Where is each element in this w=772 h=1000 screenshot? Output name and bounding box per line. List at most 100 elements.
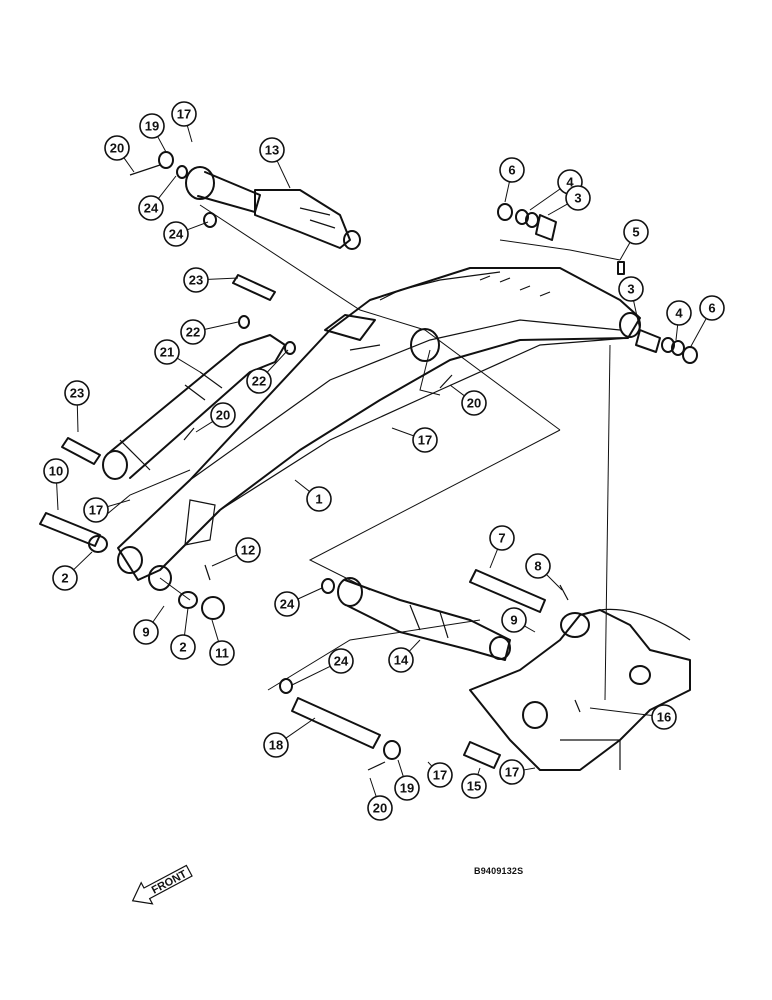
callout-leader	[195, 420, 214, 433]
callout-circle	[138, 195, 164, 221]
callout-label: 24	[144, 201, 159, 216]
callout-label: 5	[632, 225, 639, 240]
callout-circle	[259, 137, 285, 163]
callout-leader	[675, 324, 679, 341]
callout-label: 16	[657, 710, 671, 725]
callout-leader	[547, 203, 568, 216]
callout-24: 24	[291, 648, 354, 686]
callout-label: 6	[708, 301, 715, 316]
callout-circle	[367, 795, 393, 821]
callout-leader	[297, 587, 323, 600]
callout-label: 23	[189, 273, 203, 288]
callout-1: 1	[294, 479, 332, 512]
callout-circle	[461, 390, 487, 416]
callout-24: 24	[138, 175, 177, 221]
callout-leader	[524, 625, 536, 633]
callout-leader	[294, 479, 310, 492]
callout-23: 23	[64, 380, 90, 433]
callout-leader	[123, 157, 135, 173]
callout-circle	[180, 319, 206, 345]
callout-leader	[157, 175, 177, 199]
callout-leader	[285, 717, 316, 739]
callout-leader	[211, 554, 238, 567]
callout-label: 20	[110, 141, 124, 156]
callout-circle	[274, 591, 300, 617]
callout-circle	[163, 221, 189, 247]
callout-label: 17	[89, 503, 103, 518]
callout-19: 19	[394, 759, 420, 801]
callout-leader	[619, 242, 631, 261]
callout-circle	[461, 773, 487, 799]
callout-14: 14	[388, 639, 421, 673]
callout-label: 20	[467, 396, 481, 411]
callout-circle	[64, 380, 90, 406]
callout-circle	[651, 704, 677, 730]
callout-label: 11	[215, 646, 229, 661]
callout-circle	[154, 339, 180, 365]
callout-12: 12	[211, 537, 261, 567]
callout-leader	[211, 619, 219, 642]
callout-leader	[391, 427, 414, 437]
callout-circle	[699, 295, 725, 321]
callout-4: 4	[666, 300, 692, 341]
callout-22: 22	[180, 319, 239, 345]
callout-label: 17	[433, 768, 447, 783]
callout-11: 11	[209, 619, 235, 666]
callout-label: 10	[49, 464, 63, 479]
assembly-lines	[99, 204, 621, 701]
callout-label: 12	[241, 543, 255, 558]
callout-17: 17	[499, 759, 536, 785]
callout-21: 21	[154, 339, 201, 373]
callout-circle	[210, 402, 236, 428]
bucket-cylinder	[337, 577, 511, 661]
callout-circle	[104, 135, 130, 161]
callout-9: 9	[501, 607, 536, 633]
callout-20: 20	[449, 384, 487, 416]
callout-leader	[477, 767, 481, 775]
callout-leader	[449, 384, 465, 397]
callout-leader	[204, 321, 239, 330]
callout-17: 17	[391, 427, 438, 453]
callout-label: 1	[315, 492, 322, 507]
callout-label: 4	[675, 306, 683, 321]
callout-20: 20	[104, 135, 135, 173]
callout-23: 23	[183, 267, 239, 293]
callout-circle	[263, 732, 289, 758]
callout-leader	[187, 221, 209, 231]
callout-label: 22	[252, 374, 266, 389]
callout-circle	[83, 497, 109, 523]
callout-leader	[546, 574, 563, 591]
callout-leader	[152, 605, 165, 623]
callout-leader	[529, 188, 561, 211]
callout-label: 23	[70, 386, 84, 401]
callout-circle	[623, 219, 649, 245]
callout-circle	[52, 565, 78, 591]
callout-label: 17	[177, 107, 191, 122]
callout-18: 18	[263, 717, 316, 758]
callout-label: 3	[574, 191, 581, 206]
callout-label: 18	[269, 738, 283, 753]
front-direction-arrow: FRONT	[131, 864, 193, 905]
callout-label: 20	[373, 801, 387, 816]
arm-cylinder	[185, 166, 361, 250]
callout-label: 24	[169, 227, 184, 242]
callout-label: 17	[505, 765, 519, 780]
callout-circle	[499, 157, 525, 183]
drawing-number: B9409132S	[474, 866, 524, 876]
callout-9: 9	[133, 605, 165, 645]
callout-circle	[388, 647, 414, 673]
callout-19: 19	[139, 113, 167, 153]
callout-13: 13	[259, 137, 291, 189]
callout-leader	[689, 318, 707, 349]
callout-label: 22	[186, 325, 200, 340]
loose-parts	[39, 151, 698, 771]
callout-circle	[170, 634, 196, 660]
callout-leader	[157, 136, 167, 153]
callout-circle	[235, 537, 261, 563]
boom-assembly	[117, 267, 641, 591]
callout-leader	[633, 300, 641, 331]
callout-label: 17	[418, 433, 432, 448]
callout-circle	[246, 368, 272, 394]
